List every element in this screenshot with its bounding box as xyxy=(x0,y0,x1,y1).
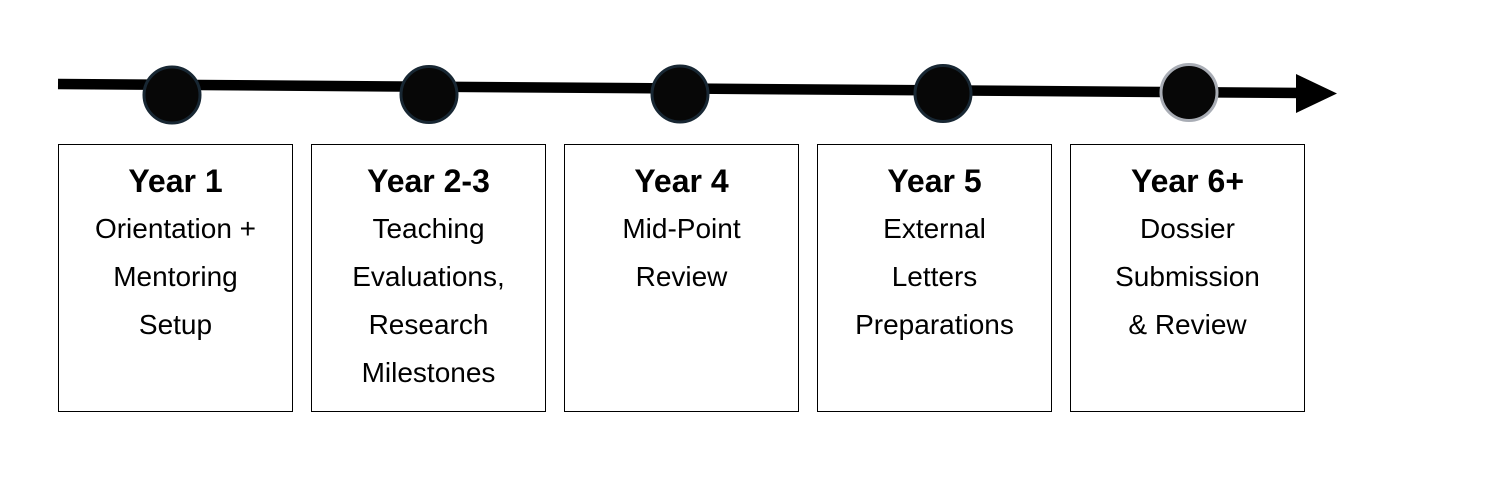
stage-description: Teaching Evaluations, Research Milestone… xyxy=(352,213,505,388)
timeline-node-year-1 xyxy=(142,65,202,125)
timeline-arrow-graphic xyxy=(57,63,1337,125)
stage-title: Year 5 xyxy=(887,163,982,199)
stage-description: Orientation + Mentoring Setup xyxy=(94,213,257,340)
stage-description: Mid-Point Review xyxy=(622,213,741,292)
stage-title: Year 1 xyxy=(128,163,223,199)
stage-title: Year 6+ xyxy=(1131,163,1244,199)
stage-boxes: Year 1 Orientation + Mentoring Setup Yea… xyxy=(58,144,1305,412)
timeline-node-year-4 xyxy=(650,64,710,124)
stage-title: Year 2-3 xyxy=(367,163,490,199)
stage-title: Year 4 xyxy=(634,163,729,199)
stage-box-year-5: Year 5 External Letters Preparations xyxy=(817,144,1052,412)
timeline-node-year-6-plus xyxy=(1159,63,1219,122)
timeline-node-year-2-3 xyxy=(399,65,459,124)
stage-box-year-1: Year 1 Orientation + Mentoring Setup xyxy=(58,144,293,412)
stage-description: External Letters Preparations xyxy=(855,213,1014,340)
stage-box-year-2-3: Year 2-3 Teaching Evaluations, Research … xyxy=(311,144,546,412)
stage-box-year-4: Year 4 Mid-Point Review xyxy=(564,144,799,412)
arrowhead-icon xyxy=(1296,74,1337,113)
stage-description: Dossier Submission & Review xyxy=(1115,213,1260,340)
stage-box-year-6-plus: Year 6+ Dossier Submission & Review xyxy=(1070,144,1305,412)
timeline-node-year-5 xyxy=(913,64,973,123)
